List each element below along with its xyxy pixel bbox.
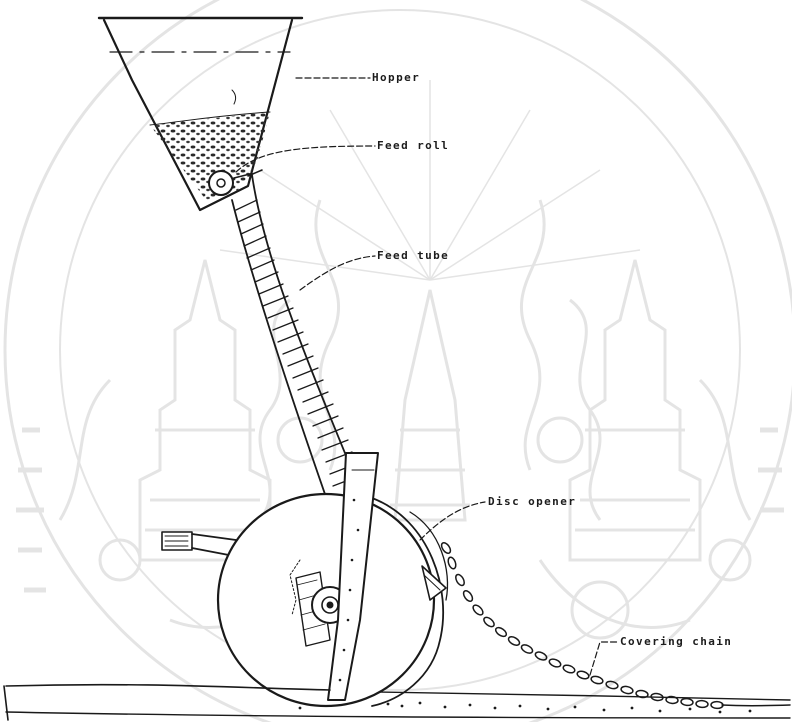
covering-chain: [440, 541, 790, 708]
feed-tube-label: Feed tube: [377, 249, 449, 263]
hopper-label: Hopper: [372, 71, 420, 85]
disc-opener: [162, 453, 448, 706]
covering-chain-label: Covering chain: [620, 635, 732, 649]
feed-roll-label: Feed roll: [377, 139, 449, 153]
hopper: [99, 18, 302, 210]
disc-opener-label: Disc opener: [488, 495, 576, 509]
planted-seeds: [299, 702, 752, 714]
leader-feed-tube: [300, 256, 375, 290]
leader-covering-chain: [590, 642, 618, 675]
feed-tube: [232, 170, 364, 520]
